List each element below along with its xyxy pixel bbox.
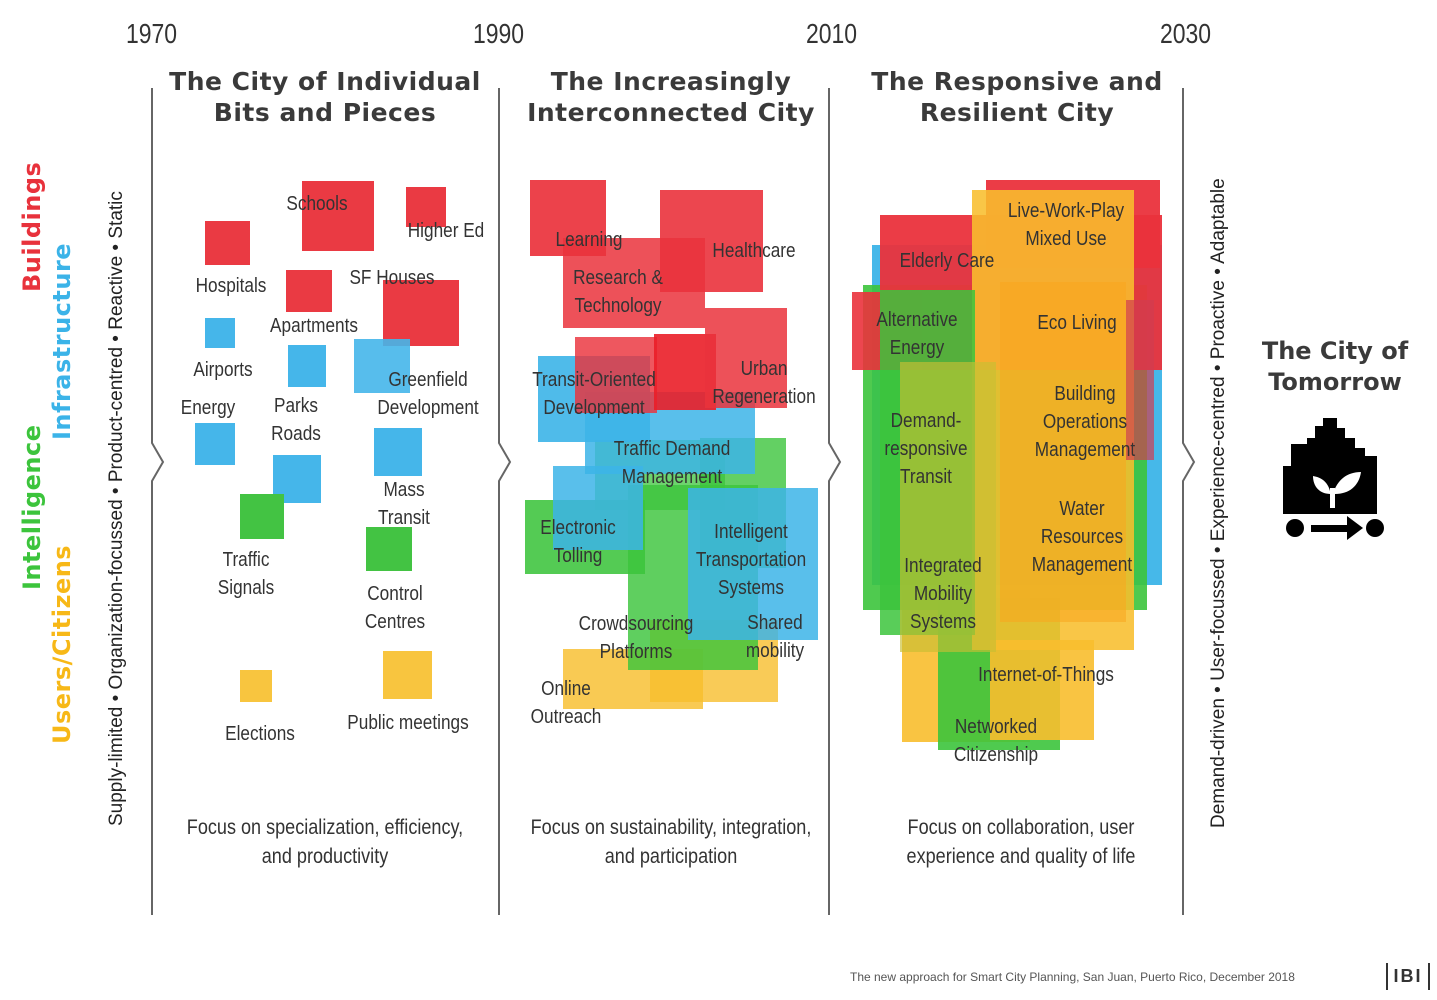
element-label: Hospitals [195, 275, 267, 297]
element-label: Parks Roads [271, 395, 321, 445]
year-label: 1990 [473, 18, 525, 49]
era-title: The Increasingly Interconnected City [527, 67, 815, 127]
citizens-square [990, 640, 1094, 740]
element-label: Traffic Signals [217, 549, 275, 599]
infrastructure-square [374, 428, 422, 476]
buildings-square [383, 280, 459, 346]
element-label: Elections [225, 723, 295, 745]
element-label: Crowdsourcing Platforms [578, 613, 694, 663]
buildings-square [286, 270, 332, 312]
buildings-square [406, 187, 446, 227]
citizens-square [900, 362, 996, 652]
element-label: Alternative Energy [876, 309, 958, 359]
year-label: 1970 [126, 18, 178, 49]
element-label: Healthcare [712, 240, 796, 262]
city-sprout-arrow-icon [1283, 418, 1384, 540]
category-label: Infrastructure [48, 242, 76, 440]
infrastructure-square [354, 339, 410, 393]
intelligence-square [366, 527, 412, 571]
element-label: Integrated Mobility Systems [904, 555, 982, 633]
element-label: Energy [180, 397, 236, 419]
infrastructure-square [205, 318, 235, 348]
buildings-square [705, 308, 787, 408]
element-label: Public meetings [347, 712, 469, 734]
element-label: Eco Living [1037, 312, 1117, 334]
category-label: Intelligence [18, 424, 46, 591]
divider-line [151, 88, 165, 915]
divider-line [498, 88, 512, 915]
buildings-square [1126, 300, 1154, 460]
element-label: Mass Transit [378, 479, 430, 529]
infrastructure-square [688, 488, 818, 640]
element-label: Airports [193, 359, 253, 381]
element-label: SF Houses [349, 267, 435, 289]
buildings-square [205, 221, 250, 265]
element-label: Transit-Oriented Development [532, 369, 656, 419]
divider-line [1182, 88, 1196, 915]
element-label: Live-Work-Play Mixed Use [1007, 200, 1125, 250]
element-label: Traffic Demand Management [613, 438, 731, 488]
year-label: 2030 [1160, 18, 1212, 49]
infrastructure-square [288, 345, 326, 387]
divider-line [828, 88, 842, 915]
era-focus: Focus on sustainability, integration, an… [530, 816, 812, 868]
city-of-tomorrow-title: The City of Tomorrow [1261, 337, 1409, 396]
era-title: The Responsive and Resilient City [871, 67, 1163, 127]
element-label: Online Outreach [530, 678, 602, 728]
element-label: Demand- responsive Transit [884, 410, 968, 488]
element-label: Control Centres [364, 583, 426, 633]
era-focus: Focus on collaboration, user experience … [906, 816, 1136, 868]
category-label: Buildings [18, 161, 46, 292]
era-focus: Focus on specialization, efficiency, and… [186, 816, 464, 868]
year-label: 2010 [806, 18, 858, 49]
buildings-square [575, 337, 657, 413]
element-label: Water Resources Management [1031, 498, 1133, 576]
source-note: The new approach for Smart City Planning… [850, 970, 1295, 984]
element-label: Electronic Tolling [540, 517, 616, 567]
right-attribute-axis: Demand-driven • User-focussed • Experien… [1208, 178, 1229, 828]
element-label: Building Operations Management [1034, 383, 1136, 461]
element-label: Learning [555, 229, 623, 251]
citizens-square [383, 651, 432, 699]
era-title: The City of Individual Bits and Pieces [169, 67, 481, 127]
left-attribute-axis: Supply-limited • Organization-focussed •… [106, 191, 127, 826]
element-label: Elderly Care [899, 250, 995, 272]
element-label: Shared mobility [745, 612, 805, 662]
element-label: Apartments [270, 315, 358, 337]
intelligence-square [240, 494, 284, 539]
buildings-square [563, 238, 705, 328]
ibi-logo: IBI [1386, 963, 1430, 990]
element-label: Schools [286, 193, 348, 215]
element-label: Networked Citizenship [953, 716, 1039, 766]
element-label: Urban Regeneration [712, 358, 816, 408]
citizens-square [1000, 282, 1126, 622]
infrastructure-square [553, 466, 643, 550]
buildings-square [302, 181, 374, 251]
infrastructure-square [195, 423, 235, 465]
element-label: Greenfield Development [377, 369, 479, 419]
element-label: Internet-of-Things [978, 664, 1114, 686]
element-label: Higher Ed [407, 220, 485, 242]
element-label: Research & Technology [573, 267, 663, 317]
element-label: Intelligent Transportation Systems [695, 521, 807, 599]
citizens-square [240, 670, 272, 702]
category-label: Users/Citizens [48, 544, 76, 744]
